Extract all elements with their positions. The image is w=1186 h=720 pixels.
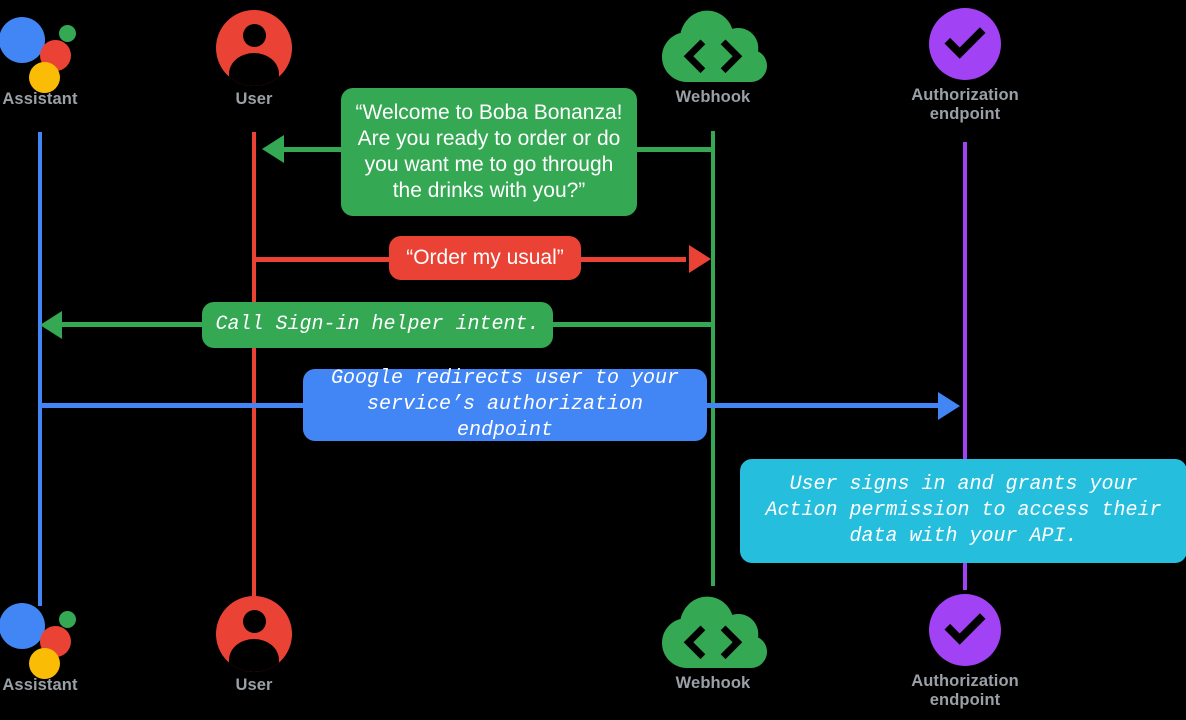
lifeline-webhook: [711, 131, 715, 586]
assistant-dot-yellow: [29, 62, 60, 93]
message-arrowhead-welcome: [262, 135, 284, 163]
actor-user-bottom: User: [154, 592, 354, 695]
message-text-redirect: Google redirects user to your service’s …: [330, 367, 680, 442]
message-text-signin: Call Sign-in helper intent.: [215, 313, 540, 336]
actor-label-user: User: [235, 676, 273, 694]
actor-assistant-top: Assistant: [0, 6, 140, 109]
actor-label-webhook: Webhook: [675, 88, 751, 106]
message-bubble-signin: Call Sign-in helper intent.: [202, 302, 553, 348]
message-arrowhead-order: [689, 245, 711, 273]
user-avatar-head: [242, 24, 266, 47]
user-avatar-icon: [154, 6, 354, 90]
actor-assistant-bottom: Assistant: [0, 592, 140, 695]
lifeline-auth: [963, 142, 967, 590]
user-avatar-body: [229, 53, 279, 86]
actor-auth-bottom: Authorization endpoint: [865, 588, 1065, 710]
actor-label-assistant: Assistant: [2, 90, 78, 108]
actor-webhook-top: Webhook: [613, 4, 813, 107]
lifeline-assistant: [38, 132, 42, 606]
message-bubble-redirect: Google redirects user to your service’s …: [303, 367, 707, 442]
assistant-dot-green: [59, 611, 76, 628]
message-bubble-signin-grant: User signs in and grants your Action per…: [740, 459, 1186, 563]
google-assistant-logo: [0, 6, 140, 93]
message-text-welcome: “Welcome to Boba Bonanza! Are you ready …: [355, 101, 623, 202]
assistant-dot-green: [59, 25, 76, 42]
message-arrowhead-signin: [40, 311, 62, 339]
actor-label-auth: Authorization endpoint: [911, 672, 1019, 709]
assistant-dot-blue: [0, 603, 45, 649]
cloud-code-icon: [613, 4, 813, 88]
cloud-code-icon: [613, 590, 813, 674]
actor-label-auth: Authorization endpoint: [911, 86, 1019, 123]
user-avatar-head: [242, 610, 266, 633]
message-bubble-order: “Order my usual”: [389, 236, 581, 280]
actor-label-user: User: [235, 90, 273, 108]
assistant-dot-yellow: [29, 648, 60, 679]
message-arrowhead-redirect: [938, 392, 960, 420]
user-avatar-icon: [154, 592, 354, 676]
google-assistant-logo: [0, 592, 140, 679]
user-avatar-body: [229, 639, 279, 672]
message-bubble-welcome: “Welcome to Boba Bonanza! Are you ready …: [341, 88, 637, 216]
actor-label-assistant: Assistant: [2, 676, 78, 694]
message-text-signin-grant: User signs in and grants your Action per…: [765, 473, 1162, 548]
purple-check-circle-icon: [865, 2, 1065, 86]
actor-label-webhook: Webhook: [675, 674, 751, 692]
purple-check-circle-icon: [865, 588, 1065, 672]
actor-user-top: User: [154, 6, 354, 109]
assistant-dot-blue: [0, 17, 45, 63]
lifeline-user: [252, 132, 256, 596]
actor-auth-top: Authorization endpoint: [865, 2, 1065, 124]
actor-webhook-bottom: Webhook: [613, 590, 813, 693]
message-text-order: “Order my usual”: [406, 246, 564, 269]
